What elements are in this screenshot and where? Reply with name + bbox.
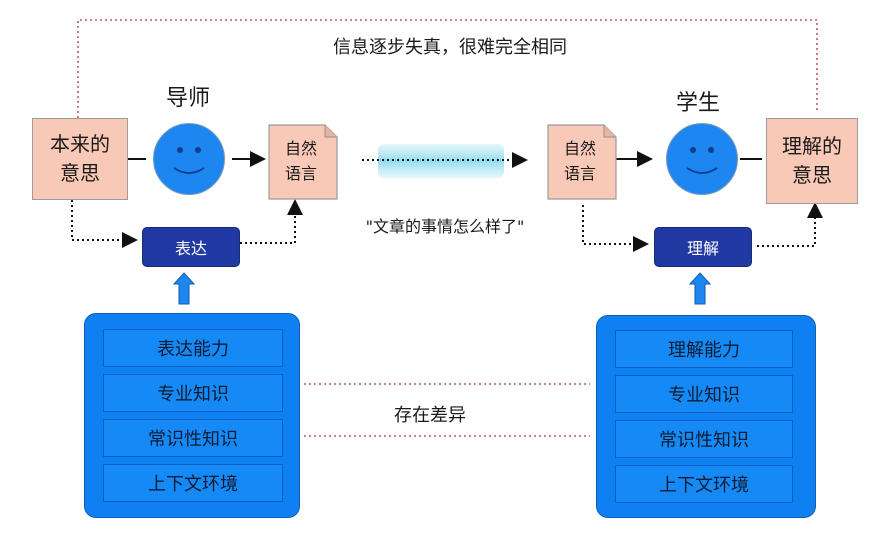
student-language-label: 自然 语言 bbox=[563, 139, 596, 183]
difference-label: 存在差异 bbox=[394, 405, 466, 426]
understand-button: 理解 bbox=[654, 227, 752, 267]
mentor-document-icon: 自然 语言 bbox=[268, 124, 338, 200]
student-ability-item: 理解能力 bbox=[615, 330, 793, 368]
language-to-understand-arrow bbox=[582, 205, 649, 252]
express-button: 表达 bbox=[142, 227, 240, 267]
noise-channel bbox=[378, 144, 504, 178]
student-document-icon: 自然 语言 bbox=[547, 124, 617, 200]
student-ability-item: 常识性知识 bbox=[615, 420, 793, 458]
mentor-ability-item: 专业知识 bbox=[103, 374, 283, 412]
understand-to-meaning-arrow bbox=[757, 202, 823, 247]
distortion-note: 信息逐步失真，很难完全相同 bbox=[333, 37, 567, 58]
student-ability-item: 专业知识 bbox=[615, 375, 793, 413]
meaning-to-express-arrow bbox=[71, 200, 138, 248]
up-arrow-icon bbox=[688, 272, 712, 305]
original-meaning-box: 本来的 意思 bbox=[32, 118, 128, 200]
mentor-ability-item: 上下文环境 bbox=[103, 464, 283, 502]
mentor-language-label: 自然 语言 bbox=[284, 139, 317, 183]
mentor-smiley-face-icon bbox=[153, 123, 225, 195]
channel-quote: "文章的事情怎么样了" bbox=[365, 217, 525, 236]
understood-meaning-box: 理解的 意思 bbox=[766, 118, 858, 204]
student-ability-item: 上下文环境 bbox=[615, 465, 793, 503]
mentor-ability-item: 表达能力 bbox=[103, 329, 283, 367]
student-label: 学生 bbox=[675, 91, 720, 116]
mentor-abilities-panel: 表达能力 专业知识 常识性知识 上下文环境 bbox=[84, 313, 300, 518]
mentor-ability-item: 常识性知识 bbox=[103, 419, 283, 457]
up-arrow-icon bbox=[172, 272, 196, 305]
mentor-label: 导师 bbox=[165, 86, 210, 111]
student-smiley-face-icon bbox=[666, 123, 738, 195]
student-abilities-panel: 理解能力 专业知识 常识性知识 上下文环境 bbox=[596, 315, 816, 518]
distortion-loop-line bbox=[77, 19, 818, 118]
express-to-language-arrow bbox=[240, 199, 303, 244]
